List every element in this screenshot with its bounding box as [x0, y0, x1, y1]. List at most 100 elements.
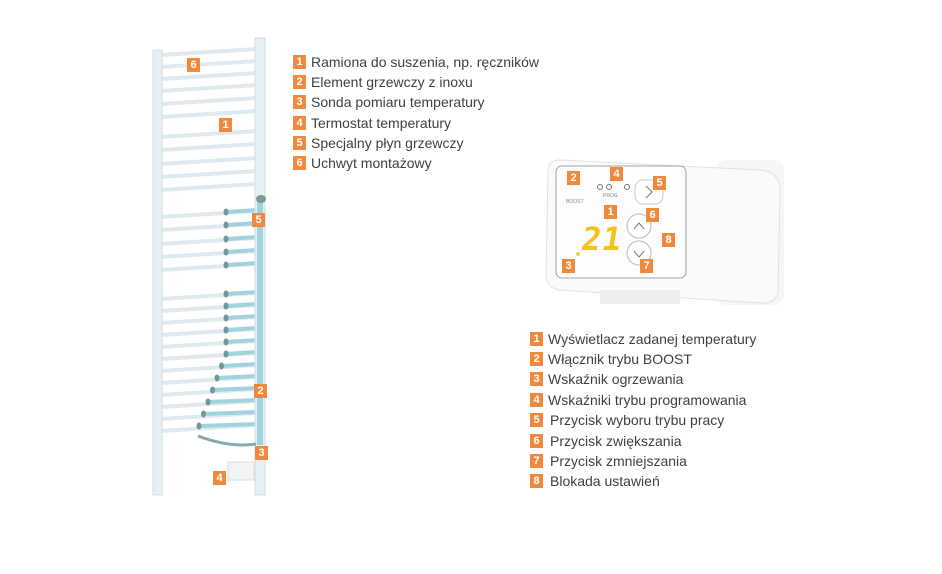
thermo-callout-3: 3	[562, 259, 575, 273]
thermostat-box	[227, 461, 255, 481]
fluid-plug	[223, 338, 229, 346]
heating-fluid	[225, 314, 258, 320]
thermo-callout-4: 4	[610, 167, 623, 181]
heating-fluid	[225, 338, 258, 344]
legend-label: Przycisk zwiększania	[550, 433, 682, 449]
heating-fluid	[221, 362, 258, 368]
fluid-plug	[196, 422, 202, 430]
legend-label: Sonda pomiaru temperatury	[311, 94, 485, 110]
callout-3: 3	[255, 446, 268, 460]
fluid-plug	[223, 235, 229, 243]
legend-label: Przycisk zmniejszania	[550, 453, 687, 469]
heating-fluid	[225, 221, 258, 227]
legend-number: 1	[293, 55, 306, 69]
drying-bar-highlight	[159, 260, 258, 268]
drying-bar-highlight	[159, 207, 258, 215]
legend-label: Ramiona do suszenia, np. ręczników	[311, 54, 540, 70]
legend-number: 2	[293, 75, 306, 89]
drying-bar	[157, 69, 260, 81]
fluid-plug	[223, 314, 229, 322]
fluid-cap	[256, 195, 266, 203]
drying-bar-highlight	[159, 127, 258, 135]
drying-bar	[157, 94, 260, 106]
legend-number: 6	[530, 434, 543, 448]
thermo-callout-1: 1	[604, 205, 617, 219]
legend-label: Wskaźnik ogrzewania	[548, 371, 684, 387]
legend-number: 5	[293, 136, 306, 150]
legend-label: Przycisk wyboru trybu pracy	[550, 412, 725, 428]
heating-fluid	[203, 410, 258, 416]
drying-bar-highlight	[159, 313, 258, 321]
drying-bar-highlight	[159, 220, 258, 228]
drying-bar-highlight	[159, 180, 258, 188]
drying-bar-highlight	[159, 325, 258, 333]
heating-fluid	[216, 374, 258, 380]
heating-fluid	[225, 326, 258, 332]
fluid-plug	[201, 410, 206, 418]
drying-bar-highlight	[159, 337, 258, 345]
thermo-callout-8: 8	[662, 233, 675, 247]
heating-fluid	[225, 350, 258, 356]
fluid-plug	[223, 290, 229, 298]
heating-fluid	[225, 261, 258, 267]
legend-label: Termostat temperatury	[311, 115, 452, 131]
drying-bar	[157, 81, 260, 93]
drying-bar-highlight	[159, 167, 258, 175]
drying-bar	[157, 107, 260, 119]
drying-bar-highlight	[159, 140, 258, 148]
legend-label: Blokada ustawień	[550, 473, 660, 489]
legend-number: 1	[530, 332, 543, 346]
thermo-callout-5: 5	[653, 176, 666, 190]
temperature-probe	[197, 434, 257, 447]
legend-number: 8	[530, 474, 543, 488]
drying-bar-highlight	[159, 81, 258, 89]
drying-bar-highlight	[159, 69, 258, 77]
fluid-plug	[205, 398, 211, 406]
boost-label: BOOST	[566, 199, 584, 205]
fluid-plug	[223, 302, 229, 310]
radiator-illustration	[152, 37, 266, 496]
fluid-plug	[223, 350, 229, 358]
callout-5: 5	[252, 213, 265, 227]
legend-number: 6	[293, 156, 306, 170]
fluid-plug	[223, 221, 229, 229]
fluid-plug	[223, 326, 229, 334]
legend-number: 3	[293, 95, 306, 109]
heating-fluid	[225, 208, 258, 214]
heating-fluid	[198, 422, 258, 428]
heating-element	[257, 200, 263, 445]
drying-bar-highlight	[159, 94, 258, 102]
legend-label: Wyświetlacz zadanej temperatury	[548, 331, 757, 347]
drying-bar	[157, 127, 260, 139]
legend-number: 4	[530, 393, 543, 407]
legend-label: Element grzewczy z inoxu	[311, 74, 473, 90]
drying-bar	[157, 140, 260, 152]
legend-number: 5	[530, 413, 543, 427]
drying-bar-highlight	[159, 57, 258, 65]
fluid-plug	[214, 374, 220, 382]
temperature-display: 21	[578, 220, 626, 258]
drying-bar-highlight	[159, 289, 258, 297]
callout-6: 6	[187, 58, 200, 72]
legend-label: Wskaźniki trybu programowania	[548, 392, 747, 408]
fluid-plug	[210, 386, 215, 394]
drying-bar-highlight	[159, 301, 258, 309]
heating-fluid	[212, 386, 258, 392]
drying-bar-highlight	[159, 107, 258, 115]
legend-label: Specjalny płyn grzewczy	[311, 135, 464, 151]
legend-label: Uchwyt montażowy	[311, 155, 432, 171]
callout-1: 1	[219, 118, 232, 132]
drying-bar-highlight	[159, 154, 258, 162]
legend-label: Włącznik trybu BOOST	[548, 351, 692, 367]
heating-fluid	[225, 290, 258, 296]
drying-bar	[157, 167, 260, 179]
heating-fluid	[207, 398, 258, 404]
thermo-callout-6: 6	[646, 208, 659, 222]
fluid-plug	[223, 261, 229, 269]
drying-bar-highlight	[159, 247, 258, 255]
legend-number: 2	[530, 352, 543, 366]
fluid-plug	[219, 362, 224, 370]
drying-bar-highlight	[159, 45, 258, 53]
prog-label: PROG	[603, 193, 618, 199]
